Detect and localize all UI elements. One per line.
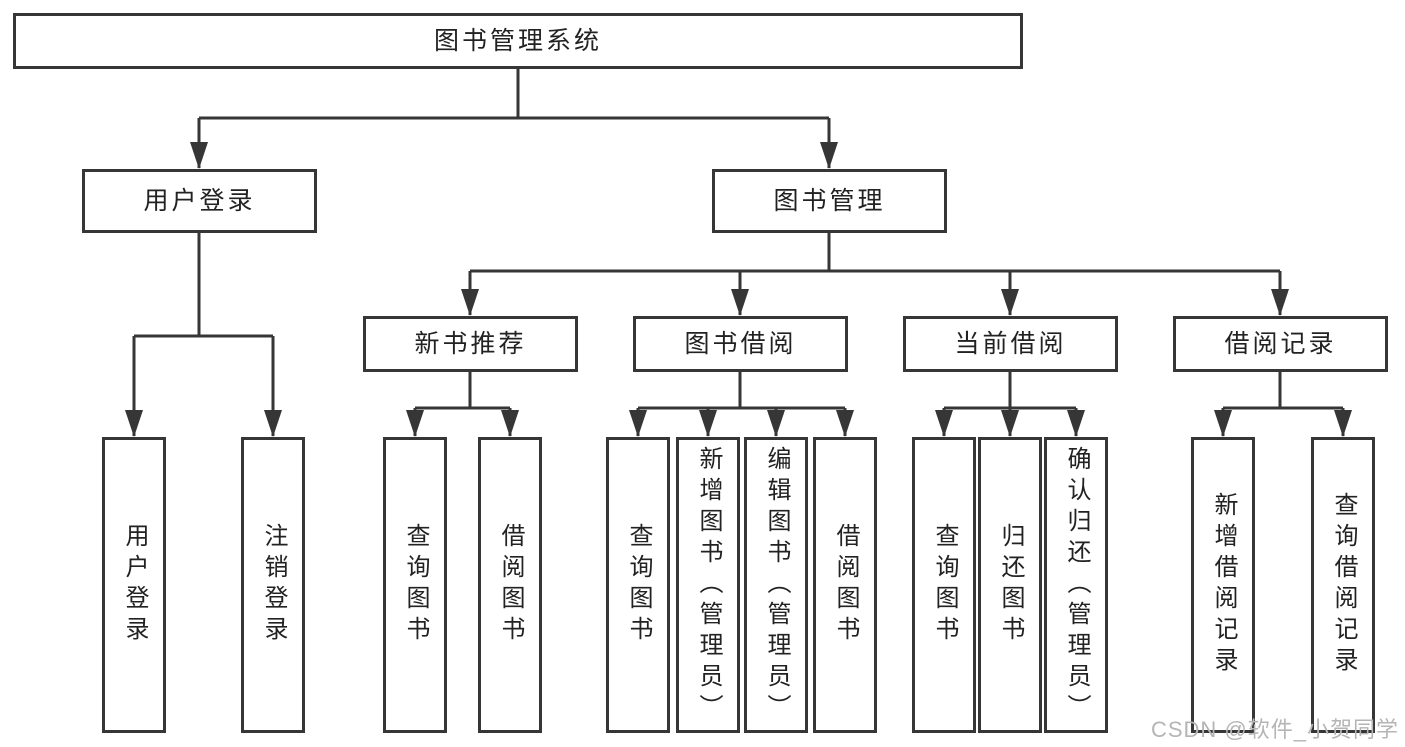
connector-borrow-records-split xyxy=(1221,372,1345,436)
leaf-br-query-record: 查询借阅记录 xyxy=(1311,437,1375,733)
node-user-login-group: 用户登录 xyxy=(82,169,317,233)
leaf-bb-query-books-label: 查询图书 xyxy=(625,523,652,647)
leaf-cb-return-books-label: 归还图书 xyxy=(997,523,1024,647)
leaf-user-login-label: 用户登录 xyxy=(121,523,148,647)
leaf-cb-query-books-label: 查询图书 xyxy=(931,523,958,647)
connector-new-book-rec-split xyxy=(413,372,512,436)
arrowhead xyxy=(406,410,424,437)
arrowhead xyxy=(767,410,785,437)
leaf-bb-borrow-books-label: 借阅图书 xyxy=(832,523,859,647)
leaf-bb-query-books: 查询图书 xyxy=(606,437,670,733)
connector-user-login-split xyxy=(132,233,275,436)
leaf-br-add-record-label: 新增借阅记录 xyxy=(1210,492,1237,678)
leaf-bb-add-books-admin: 新增图书（管理员） xyxy=(676,437,740,733)
arrowhead xyxy=(125,410,143,437)
arrowhead xyxy=(731,289,749,316)
arrowhead xyxy=(1001,289,1019,316)
leaf-bb-borrow-books: 借阅图书 xyxy=(813,437,877,733)
node-borrow-records-label: 借阅记录 xyxy=(1224,329,1337,358)
leaf-nbr-borrow-books-label: 借阅图书 xyxy=(497,523,524,647)
connector-root-split xyxy=(197,69,831,168)
leaf-cb-query-books: 查询图书 xyxy=(912,437,976,733)
node-new-book-rec-label: 新书推荐 xyxy=(414,329,527,358)
leaf-nbr-query-books-label: 查询图书 xyxy=(402,523,429,647)
arrowhead xyxy=(820,142,838,169)
connector-book-borrow-split xyxy=(636,372,847,436)
arrowhead xyxy=(1214,410,1232,437)
arrowheads xyxy=(125,142,1352,437)
arrowhead xyxy=(1001,410,1019,437)
node-current-borrow-label: 当前借阅 xyxy=(954,329,1067,358)
leaf-nbr-query-books: 查询图书 xyxy=(383,437,447,733)
leaf-bb-edit-books-admin: 编辑图书（管理员） xyxy=(744,437,808,733)
arrowhead xyxy=(501,410,519,437)
node-user-login-group-label: 用户登录 xyxy=(143,186,256,215)
leaf-cb-confirm-return-admin-label: 确认归还（管理员） xyxy=(1063,445,1090,725)
leaf-cb-confirm-return-admin: 确认归还（管理员） xyxy=(1044,437,1108,733)
leaf-user-login: 用户登录 xyxy=(102,437,166,733)
leaf-br-query-record-label: 查询借阅记录 xyxy=(1330,492,1357,678)
arrowhead xyxy=(264,410,282,437)
arrowhead xyxy=(190,142,208,169)
node-book-borrow: 图书借阅 xyxy=(633,316,848,372)
node-current-borrow: 当前借阅 xyxy=(903,316,1118,372)
connector-book-mgmt-split xyxy=(468,233,1282,315)
node-new-book-rec: 新书推荐 xyxy=(363,316,578,372)
arrowhead xyxy=(699,410,717,437)
leaf-logout-label: 注销登录 xyxy=(260,523,287,647)
node-root-system: 图书管理系统 xyxy=(13,13,1023,69)
arrowhead xyxy=(836,410,854,437)
arrowhead xyxy=(461,289,479,316)
csdn-watermark: CSDN @软件_小贺同学 xyxy=(1150,717,1399,742)
arrowhead xyxy=(935,410,953,437)
node-book-mgmt-group: 图书管理 xyxy=(712,169,947,233)
arrowhead xyxy=(629,410,647,437)
leaf-logout: 注销登录 xyxy=(241,437,305,733)
node-book-mgmt-group-label: 图书管理 xyxy=(773,186,886,215)
arrowhead xyxy=(1067,410,1085,437)
leaf-br-add-record: 新增借阅记录 xyxy=(1191,437,1255,733)
leaf-cb-return-books: 归还图书 xyxy=(978,437,1042,733)
arrowhead xyxy=(1271,289,1289,316)
node-borrow-records: 借阅记录 xyxy=(1173,316,1388,372)
connector-stems xyxy=(132,69,1345,436)
arrowhead xyxy=(1334,410,1352,437)
node-root-system-label: 图书管理系统 xyxy=(433,26,602,55)
leaf-nbr-borrow-books: 借阅图书 xyxy=(478,437,542,733)
leaf-bb-add-books-admin-label: 新增图书（管理员） xyxy=(695,445,722,725)
node-book-borrow-label: 图书借阅 xyxy=(684,329,797,358)
leaf-bb-edit-books-admin-label: 编辑图书（管理员） xyxy=(763,445,790,725)
